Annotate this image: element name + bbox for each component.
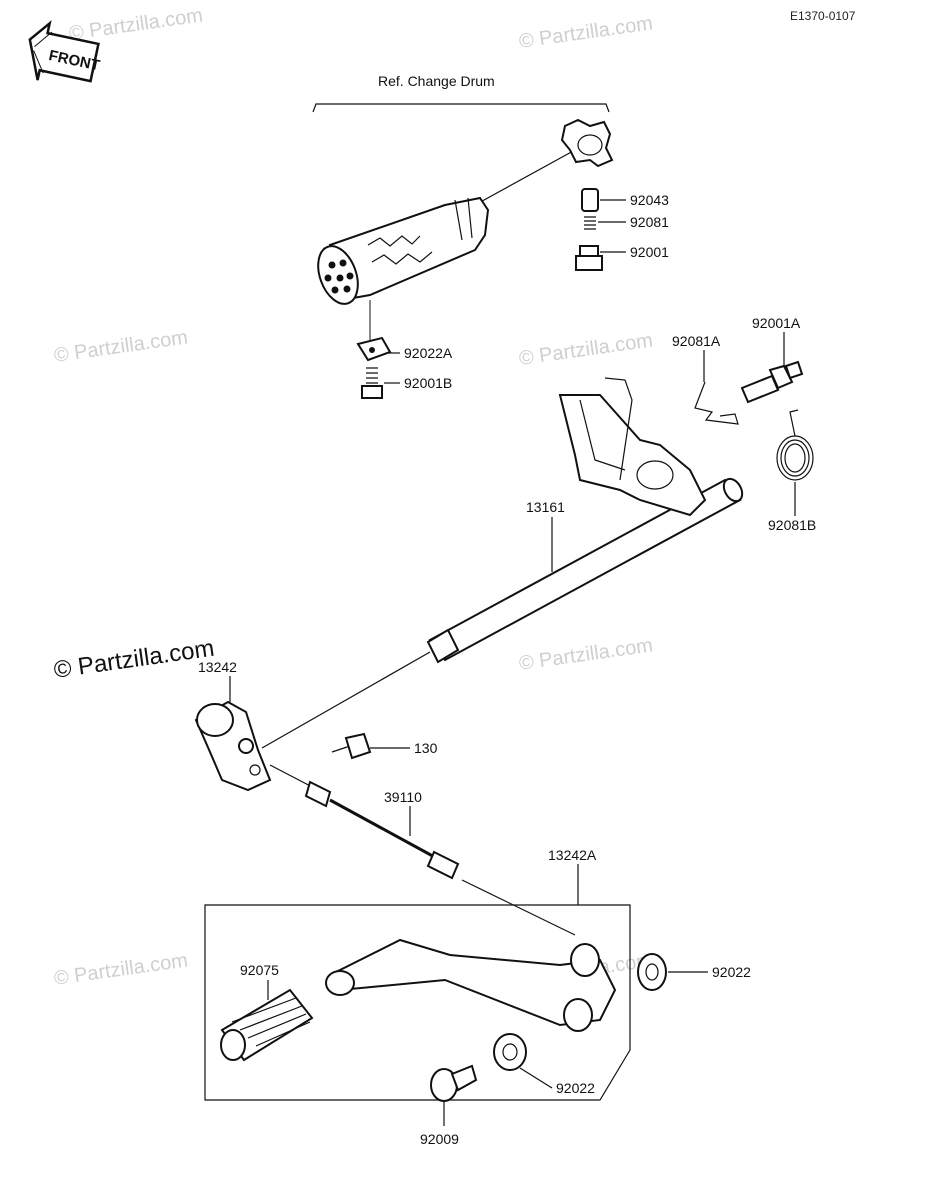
part-label-92009: 92009 (420, 1131, 459, 1147)
bolt-130 (331, 732, 372, 760)
washer-bottom (493, 1033, 527, 1071)
part-label-13242: 13242 (198, 659, 237, 675)
pedal-rubber (220, 988, 314, 1062)
tie-rod (269, 764, 576, 936)
watermark: © Partzilla.com (518, 12, 655, 53)
watermark: © Partzilla.com (52, 635, 216, 684)
part-label-13161: 13161 (526, 499, 565, 515)
watermarks: © Partzilla.com © Partzilla.com © Partzi… (52, 4, 654, 990)
stopper-pin (740, 360, 804, 404)
ref-bracket (312, 103, 610, 113)
part-label-13242A: 13242A (548, 847, 597, 863)
shift-pedal (325, 938, 617, 1032)
part-label-92022A: 92022A (404, 345, 453, 361)
part-label-92022-right: 92022 (712, 964, 751, 980)
shift-shaft (426, 377, 744, 664)
pedal-box (204, 904, 631, 1101)
leader-lines (229, 199, 796, 1126)
pedal-bolt (430, 1064, 478, 1102)
part-label-39110: 39110 (384, 789, 422, 805)
part-label-92022-bottom: 92022 (556, 1080, 595, 1096)
washer-right (637, 953, 667, 991)
detent-bolt (575, 245, 603, 271)
detent-spring (584, 216, 596, 230)
watermark: © Partzilla.com (518, 329, 655, 370)
part-label-92081: 92081 (630, 214, 669, 230)
watermark: © Partzilla.com (53, 326, 190, 367)
part-label-92075: 92075 (240, 962, 279, 978)
part-label-92043: 92043 (630, 192, 669, 208)
ref-change-drum-label: Ref. Change Drum (378, 73, 495, 89)
diagram-code: E1370-0107 (790, 9, 856, 23)
detent-pin (581, 188, 599, 212)
watermark: © Partzilla.com (518, 634, 655, 675)
front-arrow: FRONT (28, 20, 101, 83)
part-label-92081B: 92081B (768, 517, 816, 533)
part-label-92001: 92001 (630, 244, 669, 260)
part-label-92001B: 92001B (404, 375, 452, 391)
part-label-92081A: 92081A (672, 333, 721, 349)
torsion-spring (776, 409, 814, 481)
drum-bolt (361, 367, 383, 399)
return-spring-small (694, 381, 739, 425)
part-label-92001A: 92001A (752, 315, 801, 331)
watermark: © Partzilla.com (53, 949, 190, 990)
drum-plate (356, 336, 392, 362)
shift-arm (194, 651, 431, 792)
change-drum (317, 118, 614, 340)
part-label-130: 130 (414, 740, 438, 756)
watermark: © Partzilla.com (68, 4, 205, 45)
